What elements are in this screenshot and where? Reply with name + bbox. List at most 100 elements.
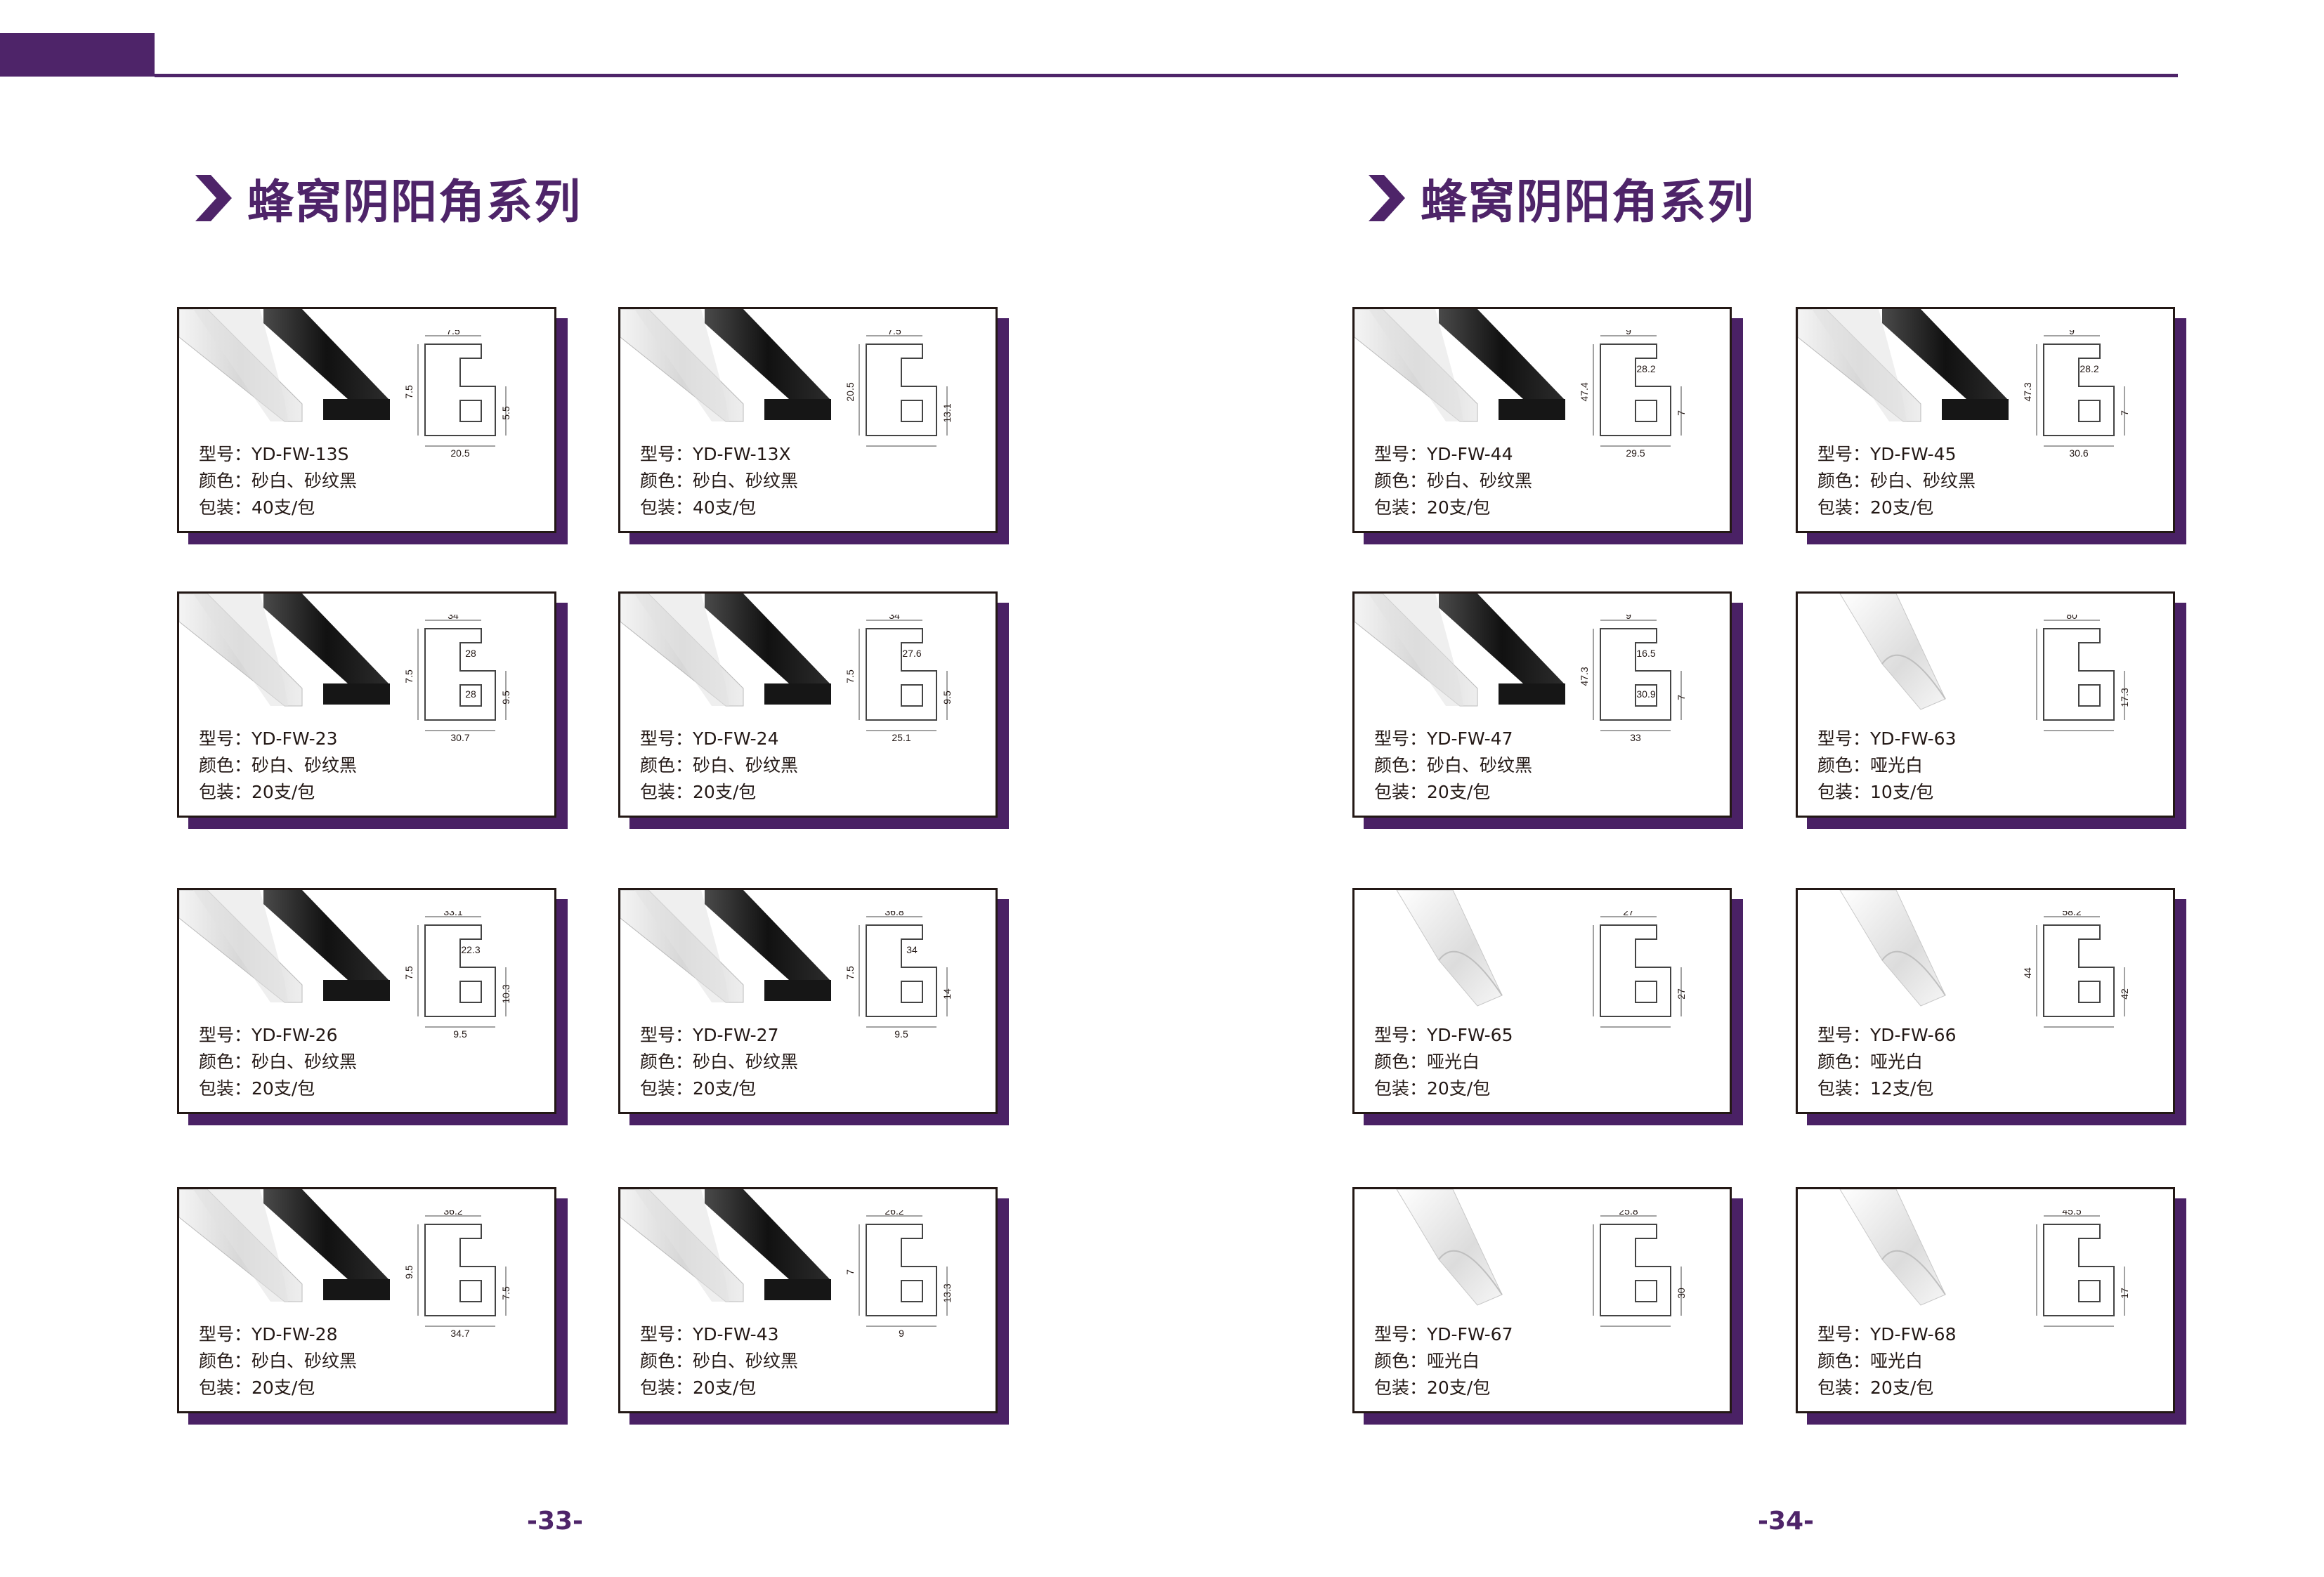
dimension-label: 7 — [1676, 410, 1687, 416]
spec-pack-value: 20支/包 — [693, 782, 757, 802]
spec-model: 型号：YD-FW-27 — [640, 1022, 798, 1049]
spec-pack-label: 包装： — [640, 1078, 693, 1099]
spec-model-label: 型号： — [640, 728, 693, 749]
dimension-label: 9 — [1626, 615, 1631, 621]
spec-model: 型号：YD-FW-66 — [1817, 1022, 1956, 1049]
dimension-label: 7 — [845, 1269, 856, 1275]
spec-color: 颜色：砂白、砂纹黑 — [640, 752, 798, 779]
dimension-label: 30.7 — [450, 732, 469, 743]
spec-color: 颜色：砂白、砂纹黑 — [199, 1348, 357, 1375]
spec-pack-value: 20支/包 — [252, 1078, 315, 1099]
spec-pack-label: 包装： — [1374, 1378, 1428, 1398]
cross-section-diagram: 26.2 13.3 7 9 — [845, 1210, 953, 1339]
spec-model-value: YD-FW-47 — [1427, 728, 1513, 749]
dimension-label: 45.5 — [2062, 1210, 2081, 1217]
spec-pack-label: 包装： — [640, 782, 693, 802]
dimension-label: 27 — [1623, 911, 1634, 917]
product-photo — [1396, 890, 1503, 1007]
spec-pack-value: 20支/包 — [1427, 1378, 1491, 1398]
dimension-label: 47.4 — [1579, 382, 1590, 401]
spec-color-value: 哑光白 — [1870, 1351, 1924, 1371]
spec-pack: 包装：12支/包 — [1817, 1075, 1956, 1102]
spec-pack: 包装：40支/包 — [199, 495, 357, 521]
spec-pack: 包装：20支/包 — [1374, 495, 1532, 521]
spec-color-label: 颜色： — [640, 755, 693, 776]
spec-pack: 包装：20支/包 — [199, 779, 357, 806]
spec-color: 颜色：砂白、砂纹黑 — [199, 1049, 357, 1075]
dimension-label: 14 — [941, 988, 953, 1000]
dimension-label: 26.2 — [884, 1210, 903, 1217]
spec-color-label: 颜色： — [199, 1351, 252, 1371]
spec-model-value: YD-FW-13X — [693, 444, 791, 464]
spec-model-value: YD-FW-27 — [693, 1025, 779, 1045]
spec-color-label: 颜色： — [1817, 471, 1871, 491]
dimension-label: 28 — [465, 688, 476, 700]
spec-model: 型号：YD-FW-26 — [199, 1022, 357, 1049]
spec-pack-label: 包装： — [1374, 1078, 1428, 1099]
dimension-label: 47.3 — [2023, 382, 2033, 401]
dimension-label: 25.1 — [892, 732, 910, 743]
dimension-label: 20.5 — [450, 447, 469, 459]
spec-color: 颜色：哑光白 — [1374, 1049, 1513, 1075]
spec-pack-label: 包装： — [640, 497, 693, 518]
dimension-label: 9.5 — [453, 1028, 467, 1040]
spec-color: 颜色：砂白、砂纹黑 — [1817, 468, 1976, 495]
spec-model-label: 型号： — [199, 1324, 252, 1344]
spec-model-label: 型号： — [1817, 444, 1871, 464]
dimension-label: 33.1 — [443, 911, 462, 917]
spec-color: 颜色：哑光白 — [1817, 752, 1956, 779]
spec-pack: 包装：20支/包 — [1374, 1375, 1513, 1401]
spec-color-label: 颜色： — [640, 1052, 693, 1072]
spec-pack: 包装：20支/包 — [640, 779, 798, 806]
cross-section-diagram: 45.517 — [2036, 1210, 2130, 1327]
dimension-label: 7.5 — [446, 330, 460, 336]
product-photo — [620, 309, 831, 422]
page-title: 蜂窝阴阳角系列 — [1421, 175, 1755, 229]
dimension-label: 7.5 — [500, 1286, 511, 1300]
section-title-left: 蜂窝阴阳角系列 — [195, 170, 582, 229]
spec-model: 型号：YD-FW-67 — [1374, 1321, 1513, 1348]
spec-pack-value: 20支/包 — [252, 782, 315, 802]
dimension-label: 22.3 — [461, 944, 480, 955]
dimension-label: 13.1 — [941, 403, 953, 422]
spec-pack: 包装：20支/包 — [199, 1075, 357, 1102]
spec-model-value: YD-FW-23 — [252, 728, 338, 749]
spec-pack-label: 包装： — [199, 1078, 252, 1099]
dimension-label: 13.3 — [941, 1283, 953, 1302]
spec-pack-label: 包装： — [199, 497, 252, 518]
dimension-label: 58.2 — [2062, 911, 2081, 917]
dimension-label: 9 — [899, 1328, 904, 1339]
dimension-label: 28 — [465, 648, 476, 659]
spec-color: 颜色：砂白、砂纹黑 — [199, 468, 357, 495]
product-photo — [620, 890, 831, 1003]
spec-model-label: 型号： — [640, 1025, 693, 1045]
product-photo — [179, 309, 390, 422]
spec-pack-label: 包装： — [1374, 497, 1428, 518]
page-title: 蜂窝阴阳角系列 — [247, 175, 582, 229]
product-photo — [1798, 309, 2009, 422]
dimension-label: 7 — [1676, 695, 1687, 700]
dimension-label: 5.5 — [500, 406, 511, 420]
spec-model: 型号：YD-FW-65 — [1374, 1022, 1513, 1049]
product-photo — [620, 594, 831, 707]
spec-color: 颜色：砂白、砂纹黑 — [640, 468, 798, 495]
page-number-right: -34- — [1758, 1507, 1814, 1536]
spec-pack-value: 20支/包 — [252, 1378, 315, 1398]
spec-color-value: 哑光白 — [1870, 755, 1924, 776]
